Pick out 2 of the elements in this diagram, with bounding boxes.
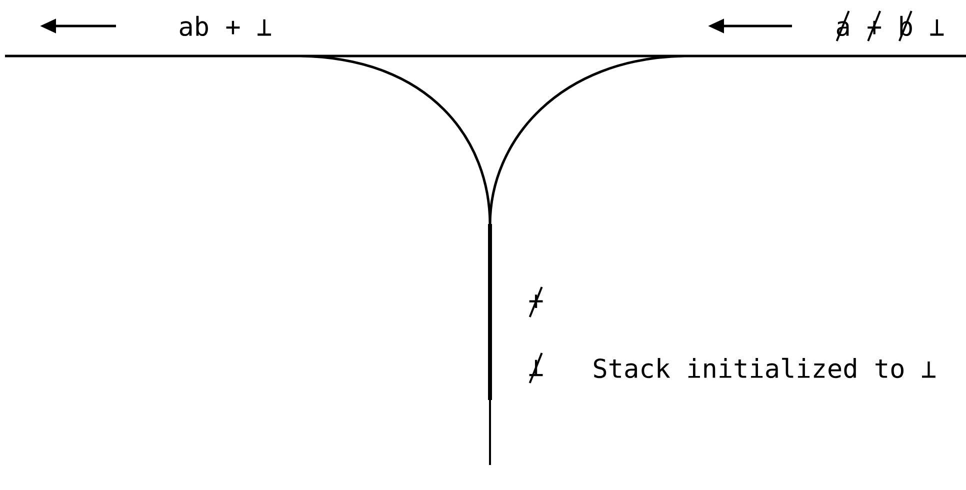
stack-note: Stack initialized to ⊥ — [594, 358, 936, 378]
output-text: ab + ⊥ — [180, 16, 271, 36]
